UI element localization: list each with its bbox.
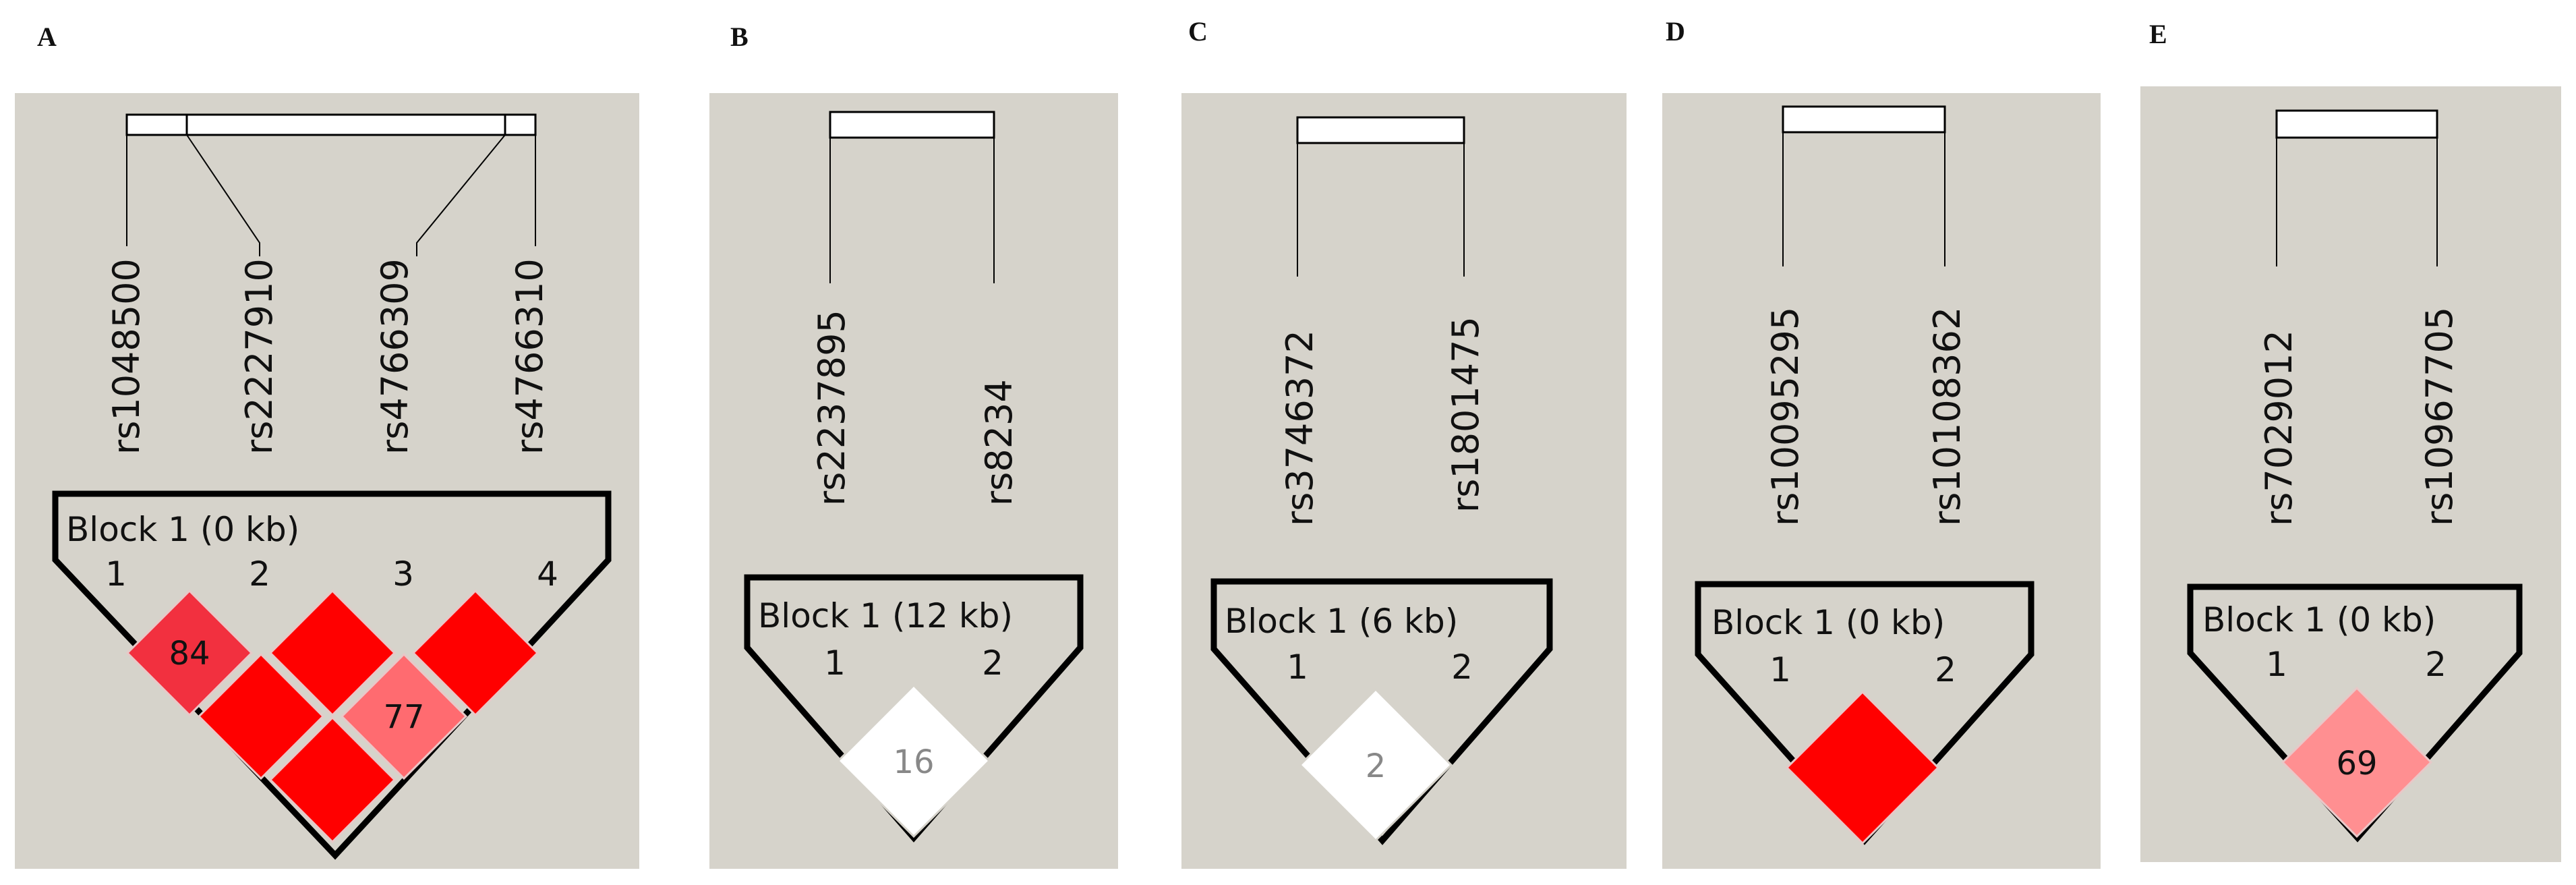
snp-label: rs4766310: [508, 258, 551, 455]
snp-index: 3: [392, 554, 414, 594]
panel-letter-c: C: [1188, 16, 1208, 47]
ld-cell-1-4: [268, 716, 397, 844]
snp-index: 2: [249, 554, 270, 594]
panel-d: D rs10095295 rs10108362 Block 1 (0 kb) 1…: [1662, 16, 2101, 869]
ld-cell-1-2: [125, 589, 254, 717]
block-label: Block 1 (6 kb): [1225, 602, 1458, 641]
haplotype-block-outline: [1695, 581, 2035, 845]
panel-letter-e: E: [2149, 19, 2167, 49]
ld-value: 2: [1366, 747, 1386, 785]
snp-label: rs8234: [978, 379, 1020, 506]
ld-value: 16: [893, 743, 934, 781]
snp-index: 4: [537, 554, 558, 594]
snp-track-bar: [2275, 109, 2438, 139]
snp-label: rs1048500: [105, 258, 148, 455]
snp-label: rs2227910: [238, 258, 281, 455]
ld-cell-1-2: [1298, 687, 1453, 843]
snp-track-bar: [829, 111, 995, 139]
panel-letter-b: B: [730, 22, 749, 52]
snp-track-bar: [125, 113, 537, 136]
haplotype-block-outline: [2187, 583, 2523, 843]
haplotype-block-outline: [1210, 578, 1553, 845]
snp-label: rs4766309: [374, 258, 416, 455]
block-label: Block 1 (0 kb): [2202, 600, 2436, 639]
ld-value: 77: [383, 698, 424, 736]
snp-connector: [416, 134, 506, 256]
snp-index: 1: [824, 644, 846, 683]
snp-label: rs2237895: [811, 310, 853, 506]
ld-cell-3-4: [411, 589, 539, 717]
ld-cell-1-2: [2281, 686, 2433, 838]
snp-index: 2: [982, 644, 1003, 683]
panel-letter-a: A: [37, 22, 57, 52]
ld-cell-1-3: [197, 652, 325, 780]
ld-cell-2-4: [340, 652, 468, 780]
snp-index: 2: [1451, 648, 1473, 687]
ld-cell-1-2: [1785, 690, 1940, 845]
snp-label: rs7029012: [2258, 330, 2300, 526]
snp-track-bar: [1782, 105, 1946, 134]
panel-b: B rs2237895 rs8234 Block 1 (12 kb) 1 2 1…: [709, 22, 1118, 869]
ld-value: 69: [2336, 745, 2377, 782]
snp-label: rs10967705: [2418, 307, 2461, 526]
ld-value: 84: [169, 635, 210, 673]
haplotype-block-outline: [744, 574, 1084, 843]
snp-index: 1: [1287, 648, 1308, 687]
block-label: Block 1 (12 kb): [758, 596, 1013, 635]
snp-connector: [186, 134, 260, 256]
ld-cell-2-3: [268, 589, 397, 717]
panel-a: A rs1048500 rs2227910 rs4766309 rs476631…: [15, 22, 639, 869]
snp-label: rs10095295: [1764, 307, 1807, 526]
block-label: Block 1 (0 kb): [66, 510, 299, 549]
snp-index: 2: [1935, 650, 1956, 689]
panel-c: C rs3746372 rs1801475 Block 1 (6 kb) 1 2…: [1181, 16, 1627, 869]
snp-label: rs1801475: [1444, 316, 1487, 513]
snp-track-bar: [1296, 116, 1465, 144]
snp-index: 1: [1769, 650, 1791, 689]
panel-e: E rs7029012 rs10967705 Block 1 (0 kb) 1 …: [2140, 19, 2561, 862]
snp-index: 2: [2425, 645, 2447, 684]
snp-label: rs3746372: [1279, 330, 1321, 526]
snp-label: rs10108362: [1926, 307, 1968, 526]
block-label: Block 1 (0 kb): [1711, 603, 1945, 642]
snp-index: 1: [105, 554, 127, 594]
snp-index: 1: [2266, 645, 2287, 684]
ld-cell-1-2: [836, 683, 991, 838]
panel-letter-d: D: [1666, 16, 1685, 47]
